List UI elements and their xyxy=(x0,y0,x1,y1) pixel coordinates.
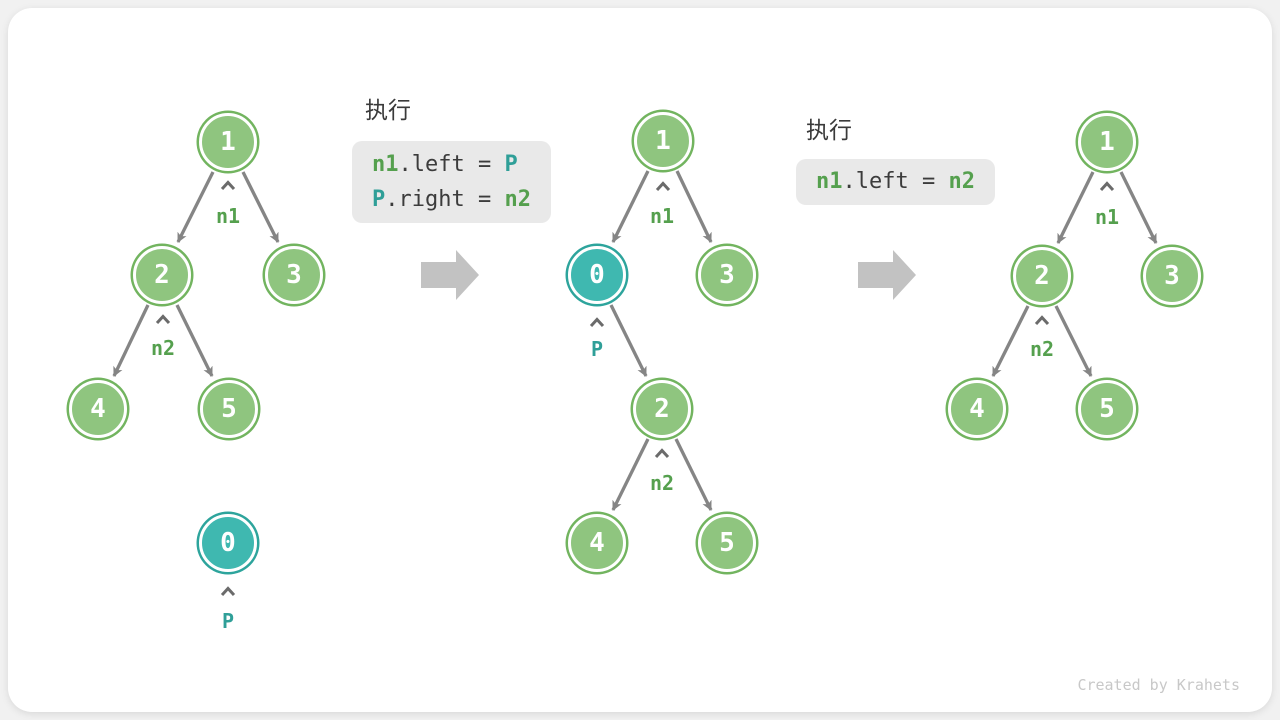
step2-code-block: n1.left = n2 xyxy=(796,159,995,205)
caret-up-icon xyxy=(1099,181,1115,192)
code-token-p: P xyxy=(372,187,386,212)
code-token-n2: n2 xyxy=(504,187,531,212)
tree1-node-1: 1 xyxy=(199,113,257,171)
code-line: P.right = n2 xyxy=(372,182,531,217)
tree1-node-3: 3 xyxy=(265,246,323,304)
watermark: Created by Krahets xyxy=(1077,676,1240,694)
tree3-node-3: 3 xyxy=(1143,247,1201,305)
tree3-node-2: 2 xyxy=(1013,247,1071,305)
caret-up-icon xyxy=(589,317,605,328)
code-token-p: P xyxy=(504,152,518,177)
tree3-node-5: 5 xyxy=(1078,380,1136,438)
caret-up-icon xyxy=(654,448,670,459)
step1-code-block: n1.left = P P.right = n2 xyxy=(352,141,551,223)
code-token-plain: .left = xyxy=(398,152,505,177)
tree3-node-4: 4 xyxy=(948,380,1006,438)
tree1-node-2: 2 xyxy=(133,246,191,304)
tree2-pointer-n1: n1 xyxy=(649,204,675,228)
tree2-node-4: 4 xyxy=(568,514,626,572)
caret-up-icon xyxy=(1034,315,1050,326)
tree1-pointer-p: P xyxy=(221,609,235,633)
tree1-pointer-n2: n2 xyxy=(150,336,176,360)
caret-up-icon xyxy=(220,180,236,191)
code-token-n2: n2 xyxy=(948,169,975,194)
step1-exec-label: 执行 xyxy=(365,97,411,123)
tree2-node-2: 2 xyxy=(633,380,691,438)
tree3-node-1: 1 xyxy=(1078,113,1136,171)
tree1-node-4: 4 xyxy=(69,380,127,438)
caret-up-icon xyxy=(220,586,236,597)
caret-up-icon xyxy=(655,181,671,192)
tree2-node-1: 1 xyxy=(634,112,692,170)
tree3-pointer-n2: n2 xyxy=(1029,337,1055,361)
tree3-pointer-n1: n1 xyxy=(1094,205,1120,229)
step2-exec-label: 执行 xyxy=(806,117,852,143)
code-token-n1: n1 xyxy=(816,169,843,194)
code-line: n1.left = P xyxy=(372,147,531,182)
tree2-pointer-p: P xyxy=(590,337,604,361)
tree1-pointer-n1: n1 xyxy=(215,204,241,228)
code-token-plain: .left = xyxy=(842,169,949,194)
figure-card xyxy=(8,8,1272,712)
tree2-pointer-n2: n2 xyxy=(649,471,675,495)
tree2-node-3: 3 xyxy=(698,246,756,304)
code-line: n1.left = n2 xyxy=(816,167,975,197)
tree2-node-0: 0 xyxy=(568,246,626,304)
tree1-node-0: 0 xyxy=(199,514,257,572)
code-token-n1: n1 xyxy=(372,152,399,177)
tree1-node-5: 5 xyxy=(200,380,258,438)
caret-up-icon xyxy=(155,314,171,325)
tree2-node-5: 5 xyxy=(698,514,756,572)
code-token-plain: .right = xyxy=(385,187,505,212)
